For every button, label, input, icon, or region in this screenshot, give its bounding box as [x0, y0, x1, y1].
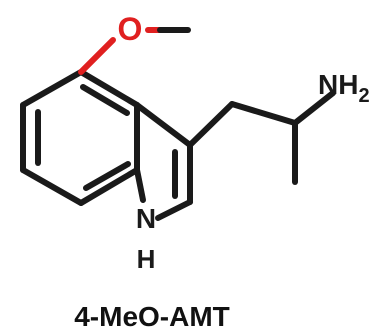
amine-label-main: NH — [318, 69, 358, 100]
bond-c6-c7 — [20, 167, 84, 206]
bond-c3-ch2 — [187, 101, 235, 148]
bond-c3a-c3 — [134, 102, 193, 148]
bond-c7-c7a — [78, 167, 140, 206]
bond-c7a-n1 — [134, 167, 146, 203]
methoxy-group — [78, 27, 191, 75]
molecule-name-caption: 4-MeO-AMT — [74, 301, 230, 332]
double-bond-c7-c7a — [83, 161, 131, 191]
amine-label-subscript: 2 — [358, 85, 369, 107]
oxygen-atom-label: O — [118, 11, 143, 47]
double-bond-c3a-c4 — [80, 84, 130, 116]
bond-c2-n1 — [155, 199, 193, 221]
ring-hydrogen-label: H — [137, 244, 156, 274]
bond-c3a-c4 — [78, 69, 140, 108]
benzene-ring — [20, 69, 140, 206]
bond-c4-o — [78, 37, 116, 75]
bond-c4-c5 — [20, 69, 84, 108]
bond-ch-nh2 — [292, 90, 336, 126]
ring-nitrogen-label: N — [136, 203, 156, 234]
aminopropyl-side-chain — [187, 90, 336, 185]
amine-atom-label: NH2 — [318, 69, 370, 107]
pyrrole-ring — [134, 102, 193, 221]
bond-ch2-ch — [229, 101, 298, 126]
